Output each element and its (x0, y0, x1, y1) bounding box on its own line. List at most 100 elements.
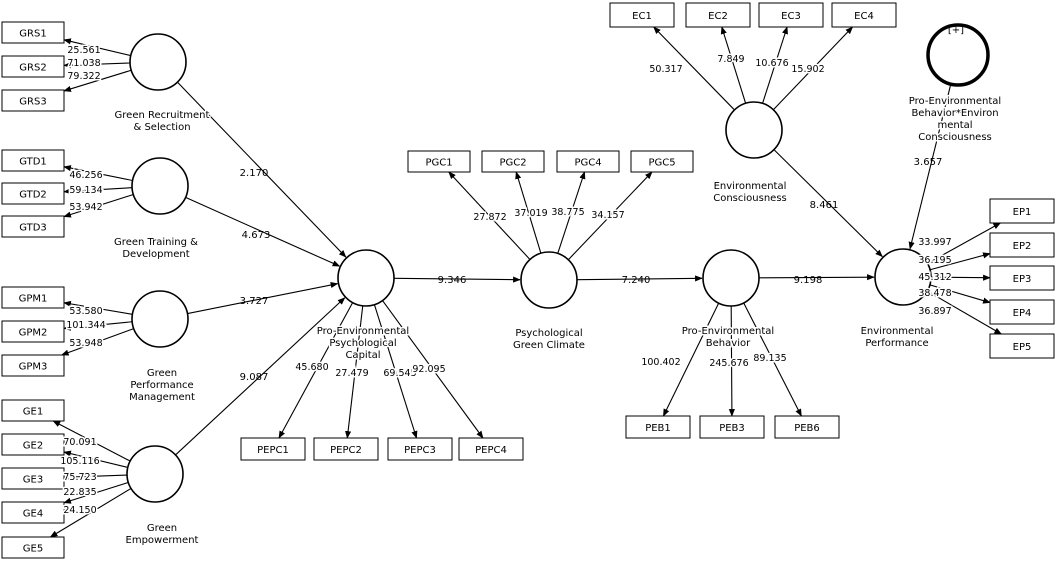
construct-label-ec: Environmental (714, 181, 787, 192)
construct-mod-marker: [+] (948, 25, 964, 36)
loading-value-grs2: 71.038 (67, 58, 100, 69)
indicator-label-grs1: GRS1 (19, 29, 46, 40)
path-coefficient-grs-pepc: 2.170 (240, 168, 269, 179)
path-coefficient-pgc-peb: 7.240 (622, 275, 651, 286)
indicator-label-pgc1: PGC1 (425, 158, 452, 169)
indicator-label-ep4: EP4 (1013, 308, 1032, 319)
construct-label-gtd: Green Training & (114, 237, 198, 248)
indicator-label-pgc4: PGC4 (574, 158, 601, 169)
loading-value-pgc5: 34.157 (591, 210, 624, 221)
loading-value-grs1: 25.561 (67, 45, 100, 56)
path-arrow-peb-ep (758, 274, 875, 281)
loading-arrow-gpm3 (60, 328, 134, 356)
loading-value-pepc3: 69.545 (383, 368, 416, 379)
indicator-box-ge4 (1, 501, 65, 524)
indicator-box-ec1 (609, 2, 675, 28)
loading-value-peb3: 245.676 (709, 358, 748, 369)
loading-value-ec2: 7.849 (717, 54, 744, 65)
loading-arrow-pepc1 (278, 302, 354, 439)
loading-value-pgc2: 37.019 (514, 208, 547, 219)
indicator-label-gpm2: GPM2 (19, 328, 48, 339)
loading-value-pepc1: 45.680 (295, 362, 328, 373)
construct-label-gpm: Performance (130, 380, 193, 391)
indicator-box-ep4 (989, 299, 1055, 325)
indicator-box-ep2 (989, 232, 1055, 258)
construct-peb (702, 249, 760, 307)
indicator-box-grs2 (1, 55, 65, 78)
loading-arrow-pgc5 (567, 171, 653, 261)
construct-ec (725, 101, 783, 159)
construct-label-mod: Behavior*Environ (911, 108, 998, 119)
construct-label-grs: & Selection (133, 122, 190, 133)
loading-arrow-grs2 (63, 62, 131, 69)
path-arrow-grs-pepc (177, 81, 347, 258)
loading-value-ge4: 22.835 (63, 487, 96, 498)
path-arrow-pgc-peb (576, 275, 703, 282)
indicator-label-grs3: GRS3 (19, 97, 46, 108)
indicator-box-pepc4 (458, 437, 524, 461)
indicator-box-grs3 (1, 89, 65, 112)
construct-label-gtd: Development (122, 249, 189, 260)
loading-arrow-ep4 (929, 284, 991, 304)
loading-arrow-ge3 (63, 474, 128, 481)
indicator-label-ec4: EC4 (854, 11, 874, 22)
path-coefficient-peb-ep: 9.198 (794, 275, 823, 286)
indicator-box-peb6 (774, 415, 840, 439)
indicator-label-ep1: EP1 (1013, 207, 1032, 218)
loading-arrow-pepc2 (345, 305, 364, 439)
path-coefficient-gpm-pepc: 3.727 (240, 296, 269, 307)
loading-value-pepc4: 92.095 (412, 364, 445, 375)
loading-arrow-gtd3 (63, 193, 134, 218)
loading-arrow-pgc1 (448, 171, 531, 260)
construct-label-peb: Pro-Environmental (682, 326, 774, 337)
construct-gtd (131, 157, 189, 215)
construct-mod (926, 23, 990, 87)
construct-pgc (520, 251, 578, 309)
indicator-label-pgc2: PGC2 (499, 158, 526, 169)
loading-arrow-ge4 (63, 481, 129, 504)
loading-arrow-ep1 (927, 222, 1002, 264)
construct-label-mod: Consciousness (918, 132, 992, 143)
indicator-label-gpm3: GPM3 (19, 362, 48, 373)
indicator-box-ep3 (989, 265, 1055, 291)
path-coefficient-ec-ep: 8.461 (810, 200, 839, 211)
construct-label-mod: mental (937, 120, 972, 131)
loading-value-ge5: 24.150 (63, 505, 96, 516)
indicator-box-ep5 (989, 333, 1055, 359)
loading-arrow-ec1 (653, 26, 735, 111)
path-arrow-mod-ep (908, 83, 952, 250)
indicator-box-pgc2 (481, 150, 545, 173)
construct-label-pgc: Green Climate (513, 340, 585, 351)
construct-label-ep: Performance (865, 338, 928, 349)
indicator-label-ep3: EP3 (1013, 274, 1032, 285)
loading-value-ge2: 105.116 (60, 456, 99, 467)
indicator-box-ge1 (1, 399, 65, 422)
path-coefficient-ge-pepc: 9.087 (240, 372, 269, 383)
loading-arrow-ec2 (720, 26, 747, 104)
construct-label-ep: Environmental (861, 326, 934, 337)
path-arrow-ge-pepc (175, 297, 346, 456)
path-arrow-gpm-pepc (187, 281, 339, 315)
indicator-box-grs1 (1, 21, 65, 44)
indicator-label-pepc3: PEPC3 (404, 445, 436, 456)
indicator-label-peb3: PEB3 (719, 423, 745, 434)
indicator-box-peb1 (625, 415, 691, 439)
loading-arrow-gpm1 (63, 300, 133, 315)
indicator-label-gpm1: GPM1 (19, 294, 48, 305)
indicator-label-grs2: GRS2 (19, 63, 46, 74)
indicator-label-ec1: EC1 (632, 11, 652, 22)
construct-label-pepc: Psychological (329, 338, 396, 349)
loading-arrow-ge5 (49, 487, 132, 538)
indicator-box-ec2 (685, 2, 751, 28)
indicator-box-ge2 (1, 433, 65, 456)
loading-arrow-gpm2 (63, 321, 133, 331)
loading-value-ep4: 38.478 (918, 288, 951, 299)
indicator-box-peb3 (699, 415, 765, 439)
loading-value-pepc2: 27.479 (335, 368, 368, 379)
indicator-box-ep1 (989, 198, 1055, 224)
loading-value-peb1: 100.402 (641, 357, 680, 368)
indicator-box-ec4 (831, 2, 897, 28)
loading-value-ec3: 10.676 (755, 58, 788, 69)
indicator-label-pgc5: PGC5 (648, 158, 675, 169)
